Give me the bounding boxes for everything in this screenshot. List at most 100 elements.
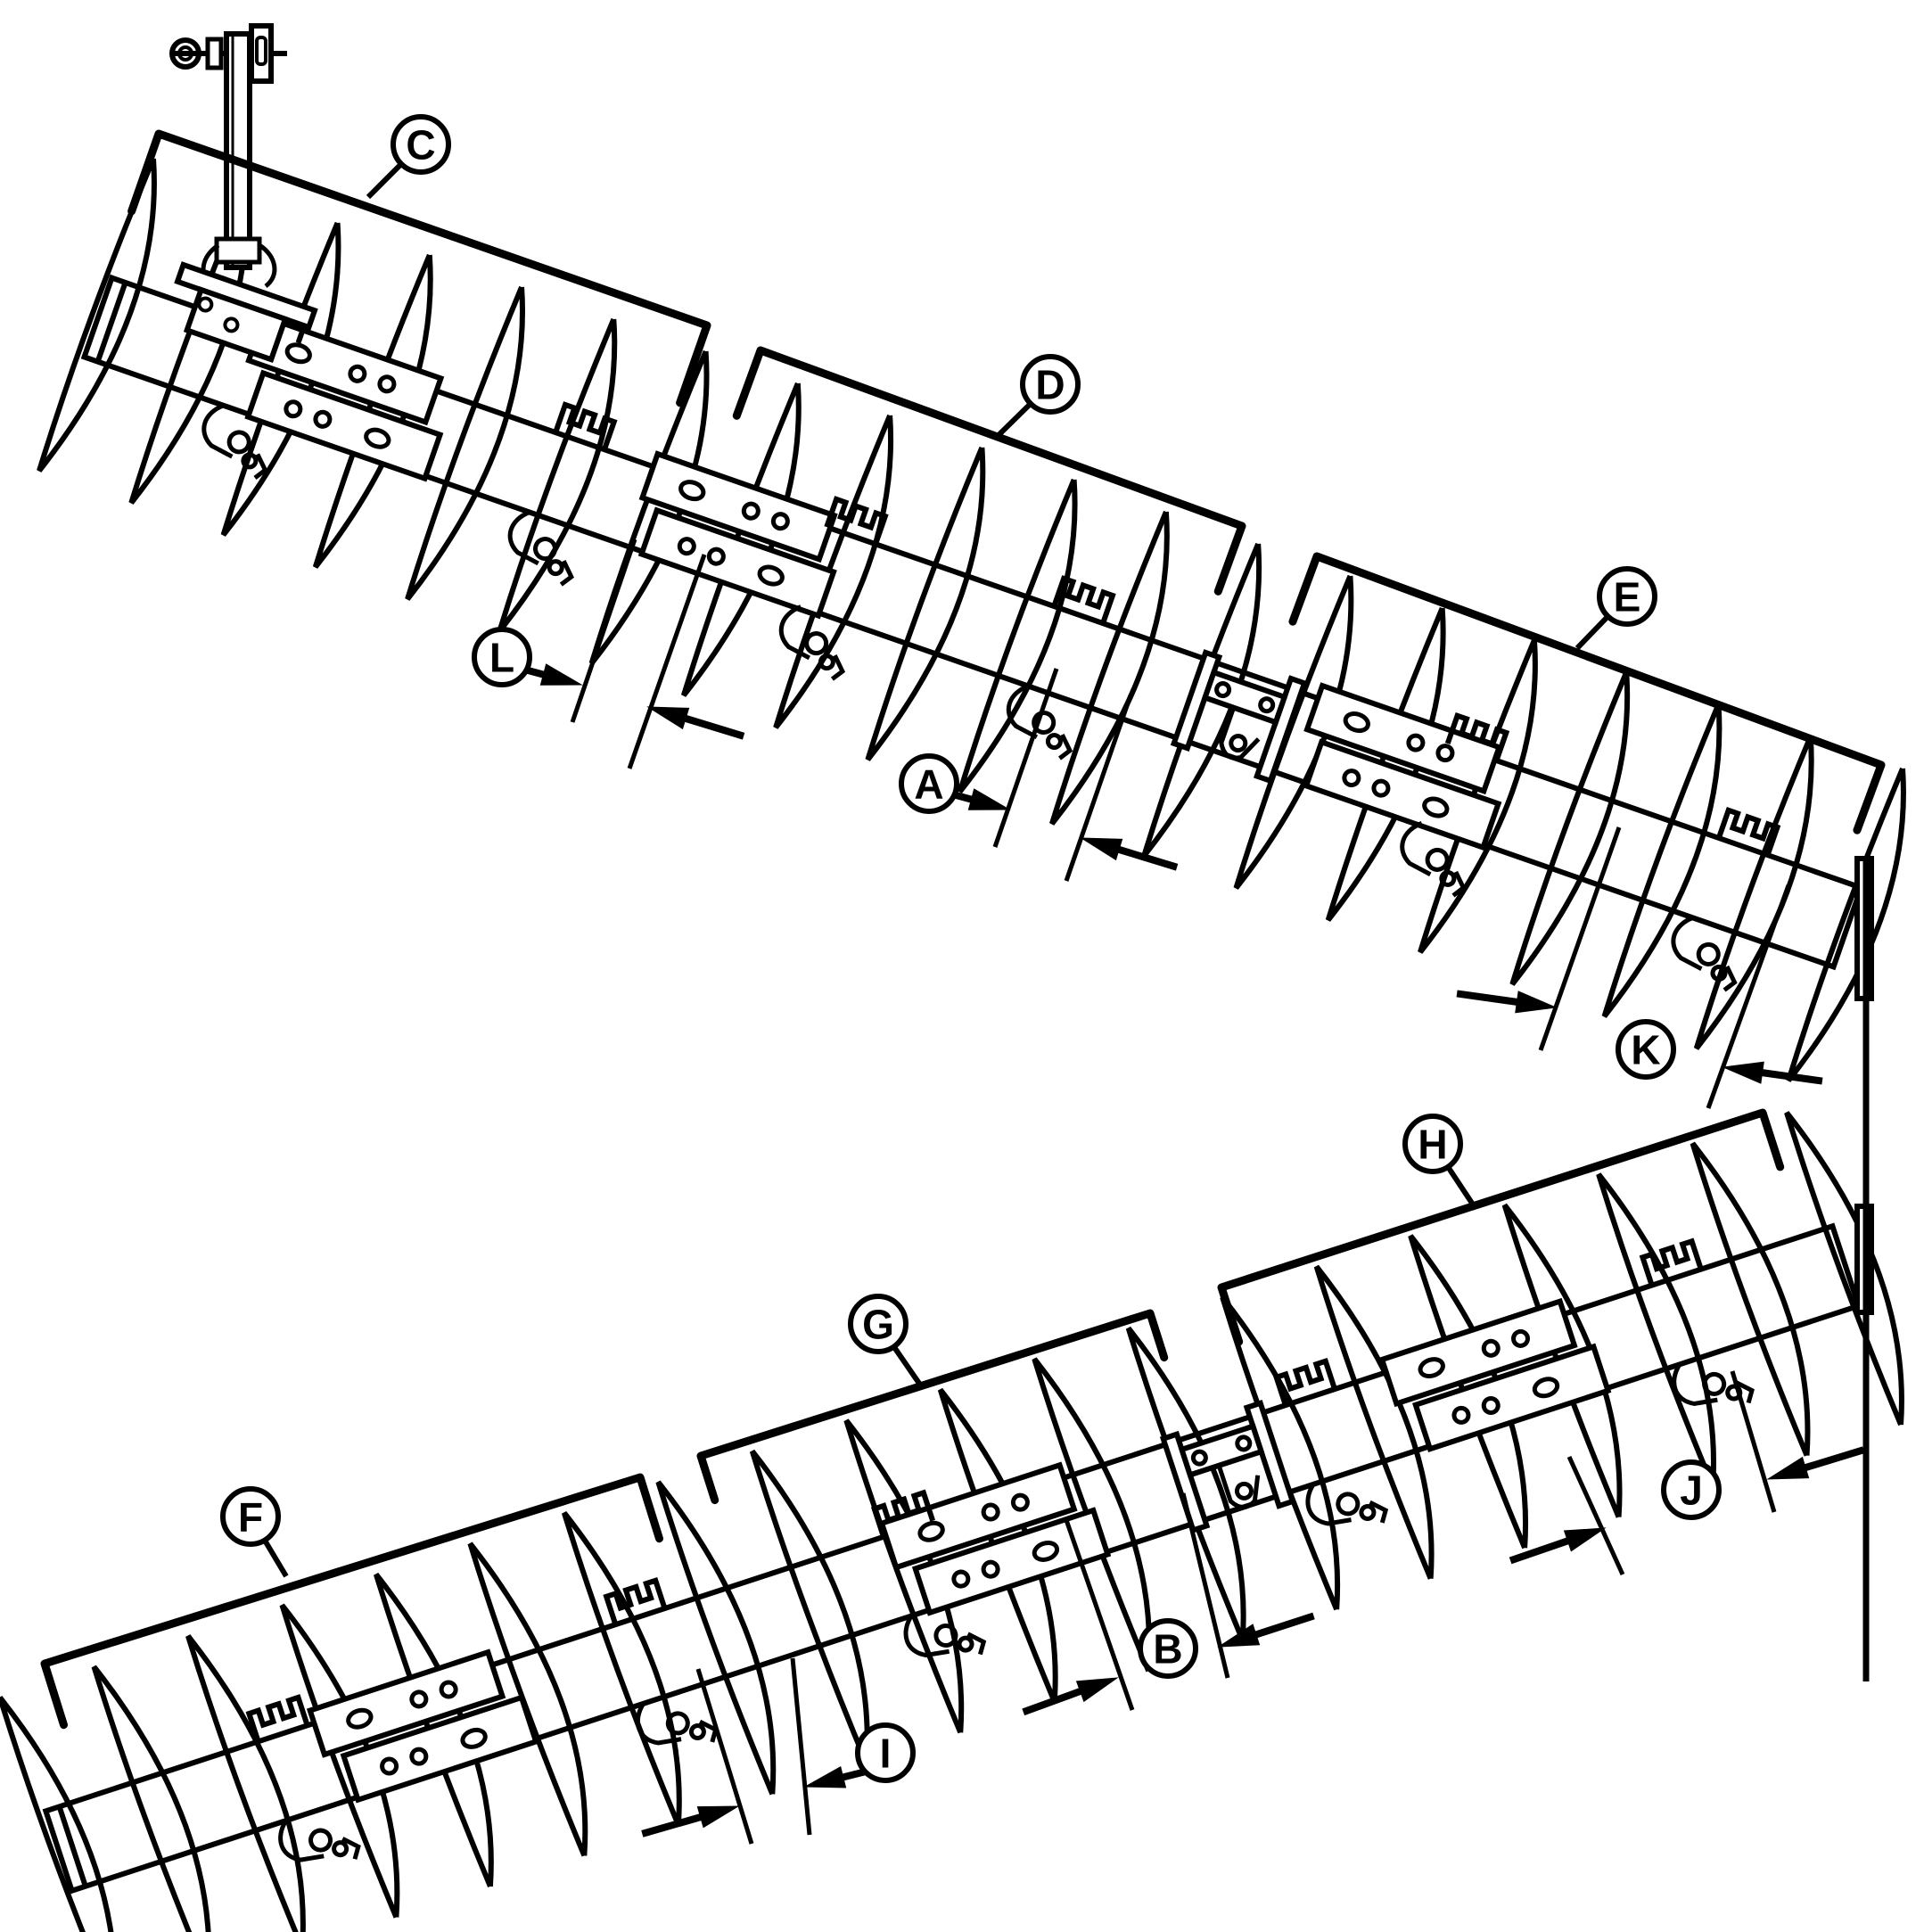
disk-blade-icon <box>749 1449 870 1764</box>
leveler-base-clamp <box>174 261 318 364</box>
u-bolt-clamp-icon <box>1716 806 1781 857</box>
spool-clamp <box>603 1576 719 1746</box>
dim-arrow-shaft <box>684 715 745 740</box>
callout-letter: E <box>1614 574 1641 621</box>
disk-blade-icon <box>279 1603 400 1919</box>
callout-circle <box>1661 1459 1722 1520</box>
callout-circle <box>1138 1618 1198 1679</box>
dim-arrowhead-icon <box>696 1805 740 1829</box>
section-callout-D: D <box>1020 354 1081 415</box>
mounting-plate-icon <box>1378 1297 1612 1452</box>
blade-edge-line-A-1 <box>992 668 1059 848</box>
callout-circle <box>472 627 532 687</box>
section-callout-E: E <box>1597 566 1657 627</box>
spool-clamp <box>245 1694 361 1862</box>
disk-blade-icon <box>0 1696 114 1932</box>
disk-blade-icon <box>865 446 986 761</box>
spool-clamp <box>1272 1357 1389 1526</box>
mounting-plate-icon <box>878 1461 1112 1616</box>
dim-arrowhead-icon <box>1080 837 1123 861</box>
blade-edge-line-K-2 <box>1706 884 1791 1109</box>
callout-circle <box>848 1294 909 1354</box>
blade-edge-line-I-2 <box>790 1657 812 1836</box>
dim-arrowhead-icon <box>967 788 1011 810</box>
disk-blade-icon <box>1408 1234 1528 1550</box>
callout-circle <box>220 1486 281 1547</box>
bearing-hanger-icon <box>507 510 574 587</box>
callout-leader-F <box>262 1539 289 1578</box>
u-bolt-clamp-icon <box>1051 575 1116 625</box>
callout-circle <box>1402 1114 1463 1174</box>
dim-arrowhead-icon <box>1563 1527 1607 1552</box>
dim-arrow-shaft <box>1804 1446 1865 1471</box>
dim-arrowhead-icon <box>1766 1456 1810 1480</box>
callout-circle <box>391 114 451 175</box>
blade-edge-line-B-2 <box>1180 1492 1230 1679</box>
dim-arrowhead-icon <box>803 1765 847 1788</box>
disk-blade-icon <box>405 285 525 601</box>
disk-blade-icon <box>37 157 157 473</box>
blade-edge-line-A-2 <box>1064 695 1133 882</box>
section-callout-G: G <box>848 1294 909 1354</box>
dim-arrow-shaft <box>1762 1069 1823 1085</box>
dimension-L: L <box>472 538 745 769</box>
spool-clamp <box>1006 575 1116 760</box>
dim-arrowhead-icon <box>646 706 690 730</box>
disk-blade-icon <box>1693 735 1814 1050</box>
u-bolt-clamp-icon <box>245 1694 310 1743</box>
section-bracket-E <box>1288 552 1886 834</box>
callout-letter: J <box>1680 1467 1703 1514</box>
blade-edge-line-L-1 <box>570 538 637 723</box>
bearing-hanger-icon <box>278 1819 361 1862</box>
disk-blade-icon <box>185 1634 306 1932</box>
bearing-hanger-icon <box>1006 684 1073 760</box>
bearing-hanger-icon <box>1305 1483 1389 1526</box>
callout-circle <box>1616 1019 1676 1080</box>
gang-coupler-icon <box>1159 1400 1296 1534</box>
blade-edge-line-J-1 <box>1566 1455 1625 1576</box>
dim-arrowhead-icon <box>1722 1061 1764 1084</box>
section-callout-C: C <box>391 114 451 175</box>
section-bracket-G <box>696 1309 1169 1505</box>
blade-edge-line-B-1 <box>1063 1517 1135 1711</box>
disk-blade-icon <box>1032 1357 1153 1673</box>
bearing-hanger-icon <box>903 1615 987 1658</box>
callout-letter: A <box>914 761 943 808</box>
blade-edge-line-J-2 <box>1730 1370 1777 1513</box>
section-callout-F: F <box>220 1486 281 1547</box>
tube-end-cap-line <box>56 1805 88 1887</box>
disk-blade-icon <box>1601 703 1723 1018</box>
u-bolt-clamp-icon <box>824 496 889 546</box>
callout-leader-C <box>366 161 404 200</box>
section-bracket-C <box>127 129 711 407</box>
callout-letter: B <box>1153 1626 1182 1673</box>
callout-letter: D <box>1035 362 1065 408</box>
gang-coupler-icon <box>1170 649 1308 785</box>
u-bolt-clamp-icon <box>1444 711 1510 762</box>
disk-blade-icon <box>91 1665 211 1932</box>
blade-edge-line-K-1 <box>1538 826 1622 1051</box>
dim-arrow-shaft <box>1456 990 1517 1006</box>
disk-blade-icon <box>1125 1326 1246 1641</box>
dim-arrowhead-icon <box>1515 991 1558 1014</box>
section-callout-H: H <box>1402 1114 1463 1174</box>
callout-letter: H <box>1418 1122 1447 1168</box>
callout-leader-G <box>892 1344 925 1389</box>
dim-arrow-shaft <box>1509 1537 1569 1565</box>
disk-blade-icon <box>312 253 433 569</box>
disk-blade-icon <box>374 1573 494 1888</box>
bearing-hanger-icon <box>201 403 268 480</box>
disk-blade-icon <box>1690 1141 1811 1457</box>
dimension-K: K <box>1456 826 1823 1109</box>
section-bracket-D <box>732 346 1246 596</box>
dim-arrow-shaft <box>1117 846 1179 871</box>
u-bolt-clamp-icon <box>1272 1357 1337 1407</box>
lower-gang <box>0 1111 1904 1932</box>
disk-blade-icon <box>467 1541 588 1857</box>
mounting-plate-icon <box>1303 682 1503 851</box>
disk-blade-icon <box>1313 1264 1435 1580</box>
bearing-hanger-icon <box>778 604 846 681</box>
tube-end-cap-line <box>95 281 128 363</box>
